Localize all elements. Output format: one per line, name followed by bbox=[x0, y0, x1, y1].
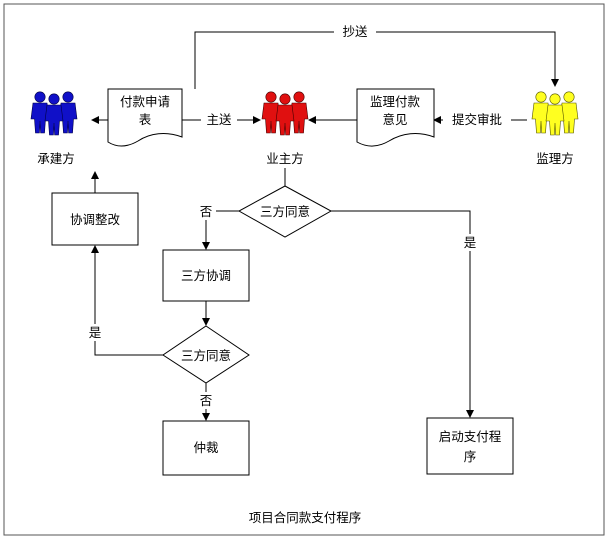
arbitration-label: 仲裁 bbox=[193, 440, 218, 455]
start-payment-line2: 序 bbox=[464, 449, 477, 464]
payment-form-line2: 表 bbox=[139, 112, 152, 127]
start-payment-line1: 启动支付程 bbox=[439, 429, 502, 444]
approval-label: 提交审批 bbox=[452, 112, 502, 127]
decision-1-label: 三方同意 bbox=[260, 204, 310, 219]
supervisor-opinion-line2: 意见 bbox=[382, 112, 407, 127]
decision-diamond-2 bbox=[162, 325, 250, 384]
no-label-1: 否 bbox=[200, 204, 213, 219]
supervisor-label: 监理方 bbox=[536, 151, 574, 166]
no-label-2: 否 bbox=[200, 393, 213, 408]
cc-connector bbox=[194, 31, 559, 89]
approval-label-bg bbox=[443, 110, 511, 128]
no-label-1-bg bbox=[196, 203, 216, 220]
coordinate-rectify-label: 协调整改 bbox=[70, 212, 121, 227]
contractor-figure-icon bbox=[30, 91, 78, 136]
supervisor-figure-icon bbox=[531, 91, 579, 136]
yes-connector-2 bbox=[91, 245, 163, 356]
owner-label: 业主方 bbox=[266, 151, 304, 166]
yes-label-2: 是 bbox=[89, 325, 102, 340]
supervisor-opinion-line1: 监理付款 bbox=[370, 94, 421, 109]
coordinate-rectify-box bbox=[51, 192, 139, 246]
payment-form-document bbox=[107, 88, 183, 147]
yes-label-1-bg bbox=[461, 234, 479, 251]
outer-frame bbox=[3, 3, 605, 536]
contractor-label: 承建方 bbox=[37, 151, 75, 166]
yes-label-2-bg bbox=[86, 324, 104, 341]
no-label-2-bg bbox=[196, 392, 216, 409]
tripartite-coordination-label: 三方协调 bbox=[181, 268, 231, 283]
arbitration-box bbox=[162, 420, 250, 476]
start-payment-box bbox=[426, 417, 514, 475]
submit-label-bg bbox=[201, 110, 237, 128]
decision-2-label: 三方同意 bbox=[181, 348, 231, 363]
diagram-title: 项目合同款支付程序 bbox=[249, 510, 362, 525]
yes-label-1: 是 bbox=[464, 235, 477, 250]
tripartite-coordination-box bbox=[162, 249, 250, 302]
cc-label: 抄送 bbox=[342, 24, 368, 39]
cc-label-bg bbox=[334, 22, 376, 40]
supervisor-opinion-document bbox=[356, 88, 435, 147]
yes-connector-1 bbox=[331, 210, 474, 418]
payment-form-line1: 付款申请 bbox=[120, 94, 170, 109]
submit-label: 主送 bbox=[206, 112, 232, 127]
owner-figure-icon bbox=[261, 91, 309, 136]
decision-diamond-1 bbox=[237, 185, 333, 238]
